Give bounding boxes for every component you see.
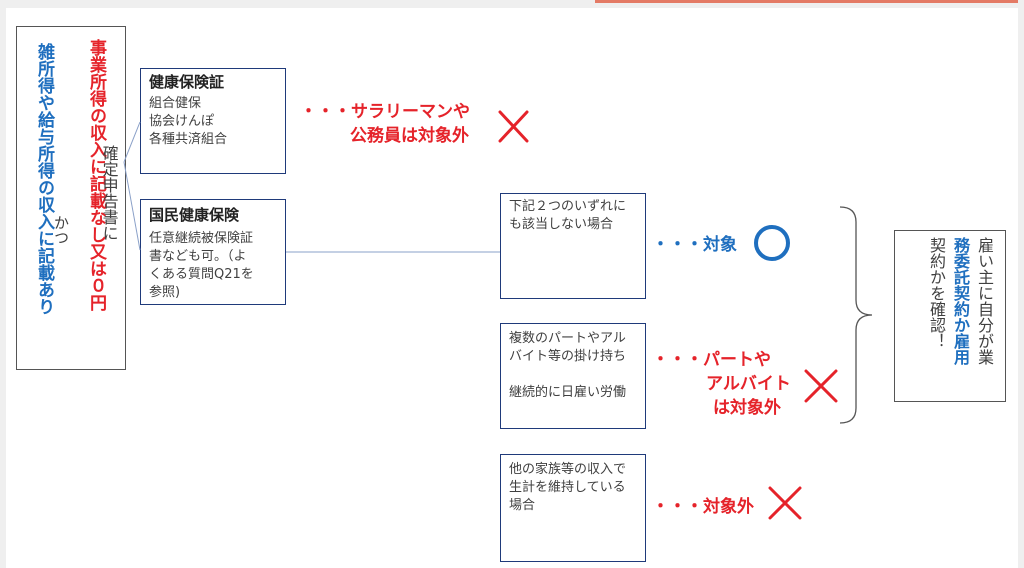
note-salaryman: ・・・サラリーマンや [300,102,470,122]
kokumin-line: くある質問Q21を [149,267,254,282]
note-taisho: ・・・対象 [652,235,737,255]
window-left-edge [0,0,6,568]
case-none-box: 下記２つのいずれに も該当しない場合 [500,193,646,299]
cross-mark-family-icon [768,486,802,520]
case-part-line: 複数のパートやアル [509,331,626,346]
case-part-box: 複数のパートやアル バイト等の掛け持ち 継続的に日雇い労働 [500,323,646,429]
case-family-line: 他の家族等の収入で [509,462,627,477]
kokumin-line: 書なども可。（よ [149,249,247,264]
condition-blue-text: 雑所得や給与所得の収入に記載あり [34,43,54,315]
kenko-item: 組合健保 [149,96,202,111]
case-family-line: 生計を維持している [509,480,626,495]
condition-box: 事業所得の収入に記載なし又は０円 雑所得や給与所得の収入に記載あり かつ [16,26,126,370]
confirm-col1: 雇い主に自分が業 [975,237,994,365]
case-part-line: バイト等の掛け持ち [509,349,627,364]
note-part: アルバイト [706,374,791,394]
note-part: は対象外 [713,398,781,418]
window-right-edge [1018,0,1024,568]
case-family-line: 場合 [509,498,536,513]
note-family: ・・・対象外 [652,497,754,517]
note-salaryman: 公務員は対象外 [350,126,469,146]
case-part-line: 継続的に日雇い労働 [509,385,627,400]
note-part: ・・・パートや [652,350,771,370]
kenko-hoken-box: 健康保険証 組合健保 協会けんぽ 各種共済組合 [140,68,286,174]
kokumin-title: 国民健康保険 [149,206,240,224]
confirm-col3: 契約かを確認！ [927,237,946,349]
case-none-line: も該当しない場合 [509,217,614,232]
kokumin-line: 任意継続被保険証 [149,231,254,246]
connector-kokumin [123,161,141,251]
katsu-text: かつ [52,215,70,245]
kakutei-text: 確定申告書に [99,145,119,241]
condition-red-text: 事業所得の収入に記載なし又は０円 [86,39,106,311]
window-top-bar [0,0,1024,8]
case-family-box: 他の家族等の収入で 生計を維持している 場合 [500,454,646,562]
confirm-col2: 務委託契約か雇用 [951,237,970,365]
cross-mark-part-icon [804,369,838,403]
kokumin-hoken-box: 国民健康保険 任意継続被保険証 書なども可。（よ くある質問Q21を 参照) [140,199,286,305]
cross-mark-salaryman-icon [498,110,529,143]
kenko-item: 各種共済組合 [149,132,228,147]
confirm-box: 雇い主に自分が業 務委託契約か雇用 契約かを確認！ [894,230,1006,402]
case-none-line: 下記２つのいずれに [509,199,627,214]
kenko-title: 健康保険証 [149,73,225,91]
connector-kenko [123,121,141,163]
kenko-item: 協会けんぽ [149,114,215,129]
right-brace-icon [839,206,873,424]
kokumin-line: 参照) [149,285,181,300]
accent-line [595,0,1024,3]
circle-mark-icon [754,225,790,261]
